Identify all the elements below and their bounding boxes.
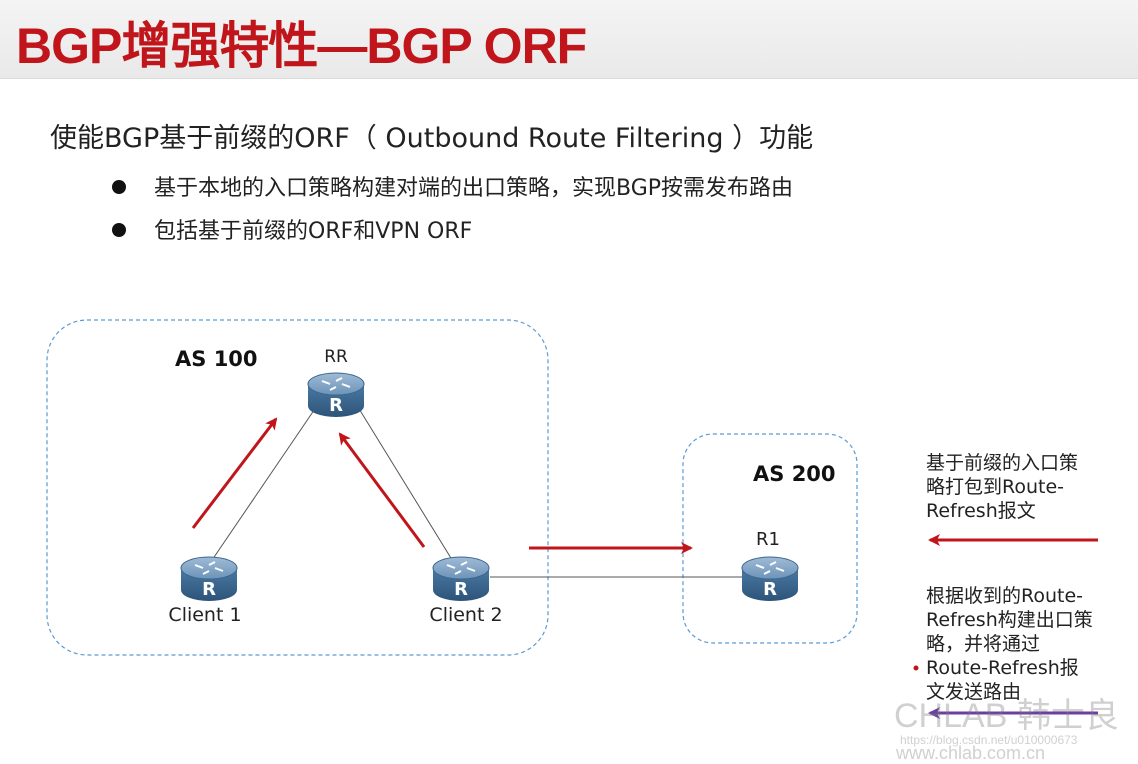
note-line: 略，并将通过 xyxy=(926,633,1041,655)
bullet-dot-icon xyxy=(112,223,126,237)
link-client2-rr xyxy=(352,398,455,564)
area-label-as100: AS 100 xyxy=(175,347,258,371)
area-as200 xyxy=(682,433,858,644)
router-label-rr: RR xyxy=(324,347,348,367)
router-client1-icon: R xyxy=(180,556,238,602)
svg-text:R: R xyxy=(454,579,468,600)
note-line: Refresh报文 xyxy=(926,500,1036,522)
note-outbound-policy: 根据收到的Route- Refresh构建出口策 略，并将通过 Route-Re… xyxy=(926,584,1093,704)
arrow-client1-to-rr xyxy=(191,417,278,529)
bullet-text: 基于本地的入口策略构建对端的出口策略，实现BGP按需发布路由 xyxy=(154,176,794,201)
title-bar: BGP增强特性—BGP ORF xyxy=(0,0,1138,79)
router-label-client1: Client 1 xyxy=(168,604,241,626)
red-dot-marker xyxy=(913,665,919,671)
router-client2-icon: R xyxy=(432,556,490,602)
router-rr-icon: R xyxy=(307,372,365,418)
note-line: Refresh构建出口策 xyxy=(926,609,1093,631)
watermark-blog: https://blog.csdn.net/u010000673 xyxy=(900,733,1078,747)
bullet-item: 包括基于前缀的ORF和VPN ORF xyxy=(112,213,472,245)
router-r1-icon: R xyxy=(741,556,799,602)
note-line: 略打包到Route- xyxy=(926,476,1065,498)
note-line: 文发送路由 xyxy=(926,681,1022,703)
svg-text:R: R xyxy=(329,395,343,416)
arrow-client2-to-rr xyxy=(338,432,426,548)
svg-text:R: R xyxy=(202,579,216,600)
bullet-dot-icon xyxy=(112,180,126,194)
router-label-client2: Client 2 xyxy=(429,604,502,626)
main-point: 使能BGP基于前缀的ORF（ Outbound Route Filtering … xyxy=(50,123,814,154)
link-client1-rr xyxy=(207,396,324,567)
bullet-text: 包括基于前缀的ORF和VPN ORF xyxy=(154,219,473,244)
bullet-item: 基于本地的入口策略构建对端的出口策略，实现BGP按需发布路由 xyxy=(112,170,793,202)
router-label-r1: R1 xyxy=(756,529,780,550)
area-as100 xyxy=(46,319,549,656)
slide-title: BGP增强特性—BGP ORF xyxy=(16,18,587,74)
watermark-brand: CHLAB 韩士良 xyxy=(894,697,1119,735)
note-orf-packing: 基于前缀的入口策 略打包到Route- Refresh报文 xyxy=(926,451,1078,523)
note-line: Route-Refresh报 xyxy=(926,657,1079,679)
svg-text:R: R xyxy=(763,579,777,600)
watermark-url: www.chlab.com.cn xyxy=(896,743,1046,763)
area-label-as200: AS 200 xyxy=(753,462,836,486)
note-line: 基于前缀的入口策 xyxy=(926,452,1079,474)
note-line: 根据收到的Route- xyxy=(926,585,1084,607)
